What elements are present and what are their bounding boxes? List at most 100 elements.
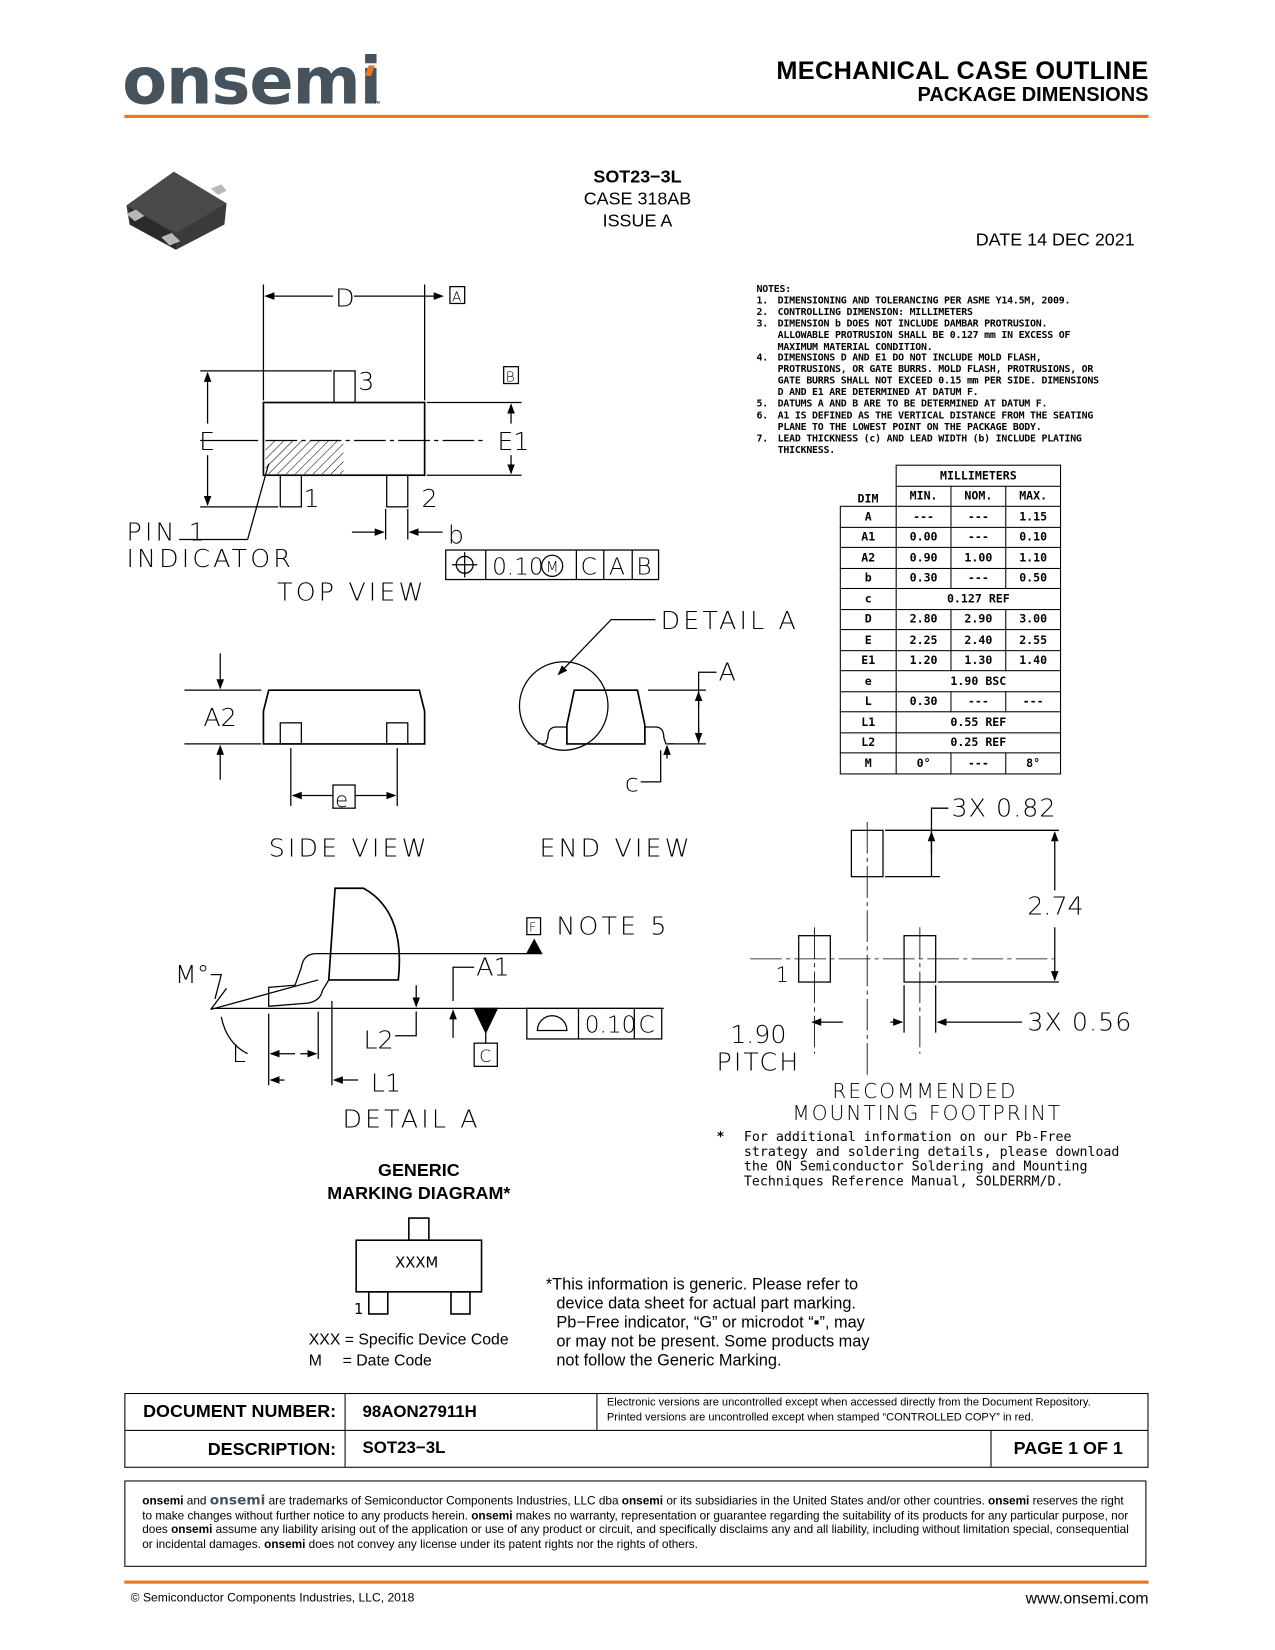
note-line: *This information is generic. Please ref…: [545, 1276, 859, 1294]
dim-value: 0.00: [895, 526, 952, 548]
dim-value: 0.50: [1005, 567, 1062, 590]
note-line: DATUMS A AND B ARE TO BE DETERMINED AT D…: [777, 398, 1048, 410]
note-line: DIMENSIONING AND TOLERANCING PER ASME Y1…: [777, 294, 1071, 307]
note-item: 1. DIMENSIONING AND TOLERANCING PER ASME …: [756, 294, 1099, 307]
legal-text: makes no warranty, representation or gua…: [142, 1509, 1129, 1537]
footprint-view: [750, 807, 1059, 1077]
trademark: ™: [374, 101, 381, 108]
onsemi-logo: onsemi: [122, 42, 382, 120]
uncontrolled-notice-1: Electronic versions are uncontrolled exc…: [606, 1396, 1091, 1409]
marking-diagram: XXXM 1: [354, 1217, 483, 1318]
note-line: GATE BURRS SHALL NOT EXCEED 0.15 mm PER …: [777, 375, 1099, 387]
dim-value: ---: [950, 526, 1007, 548]
pad-length-label: 3X 0.82: [951, 794, 1056, 823]
description-label: DESCRIPTION:: [207, 1439, 337, 1460]
legal-text: does not convey any license under its pa…: [305, 1538, 698, 1551]
legal-text: or its subsidiaries in the United States…: [663, 1495, 989, 1508]
note-line: CONTROLLING DIMENSION: MILLIMETERS: [777, 306, 973, 319]
note-line: THICKNESS.: [777, 444, 836, 456]
pin-2-label: 2: [421, 484, 437, 513]
page-subtitle: PACKAGE DIMENSIONS: [917, 84, 1149, 107]
legal-text: reserves the right to make changes witho…: [142, 1495, 1124, 1523]
note-line: PROTRUSIONS, OR GATE BURRS. MOLD FLASH, …: [777, 363, 1094, 376]
dim-L1-label: L1: [371, 1069, 401, 1098]
brand-logo: onsemi: [209, 1493, 266, 1509]
note-number: 2.: [756, 306, 769, 319]
note-number: 1.: [756, 294, 769, 307]
pad-width-label: 3X 0.56: [1027, 1008, 1132, 1037]
dim-b-label: b: [448, 521, 464, 550]
dim-value: ---: [950, 752, 1007, 774]
marking-title-1: GENERIC: [378, 1160, 460, 1181]
dim-value: ---: [895, 505, 952, 528]
note-line: DIMENSIONS D AND E1 DO NOT INCLUDE MOLD …: [777, 352, 1042, 364]
top-view: [179, 284, 660, 581]
pad-span-label: 2.74: [1027, 892, 1083, 921]
end-view-title: END VIEW: [539, 834, 692, 863]
dim-value: 2.80: [895, 608, 952, 631]
marking-code: XXXM: [395, 1255, 438, 1272]
dim-value: 0.10: [1005, 526, 1062, 548]
page-title: MECHANICAL CASE OUTLINE: [776, 56, 1149, 86]
footnote-line: the ON Semiconductor Soldering and Mount…: [743, 1158, 1088, 1174]
note-item: 2. CONTROLLING DIMENSION: MILLIMETERS: [757, 307, 1099, 318]
legend-key: XXX: [308, 1330, 341, 1349]
dim-value: ---: [950, 567, 1007, 590]
legal-text: are trademarks of Semiconductor Componen…: [265, 1495, 622, 1508]
note-line: ALLOWABLE PROTRUSION SHALL BE 0.127 mm I…: [777, 329, 1071, 342]
dimension-row: A------1.15: [839, 505, 1062, 528]
datum-A: A: [452, 289, 461, 305]
fcf-datum-a: A: [609, 553, 625, 580]
legend-key: M: [308, 1351, 322, 1370]
pitch-label: PITCH: [717, 1048, 801, 1077]
dim-value: 0.25 REF: [895, 731, 1062, 754]
pin-3-label: 3: [358, 367, 374, 396]
dim-A1-label: A1: [476, 953, 509, 982]
dim-value: 1.40: [1005, 649, 1062, 672]
doc-number-label: DOCUMENT NUMBER:: [143, 1401, 337, 1422]
dim-name: D: [839, 608, 897, 631]
dim-value: 0°: [895, 752, 952, 774]
footer-divider: [124, 1580, 1149, 1584]
note-line: or may not be present. Some products may: [556, 1332, 870, 1351]
footprint-title-2: MOUNTING FOOTPRINT: [792, 1101, 1062, 1125]
brand: onsemi: [471, 1509, 513, 1523]
case-number: CASE 318AB: [583, 188, 692, 209]
marking-title: GENERIC MARKING DIAGRAM*: [316, 1159, 521, 1205]
marking-legend-2: M = Date Code: [309, 1352, 432, 1370]
marking-legend-1: XXX = Specific Device Code: [309, 1331, 509, 1349]
brand: onsemi: [171, 1523, 213, 1537]
side-view-title: SIDE VIEW: [269, 834, 430, 863]
dim-header: DIM: [840, 465, 897, 507]
pin1-indicator-label-2: INDICATOR: [126, 544, 294, 573]
dim-c-label: c: [625, 768, 639, 797]
datum-B: B: [506, 369, 515, 385]
package-name: SOT23−3L: [593, 166, 682, 187]
dim-L-label: L: [232, 1039, 246, 1068]
flatness-datum-c: C: [639, 1012, 655, 1039]
dim-value: 1.10: [1005, 546, 1062, 569]
footnote-line: For additional information on our Pb-Fre…: [743, 1128, 1072, 1145]
datum-F: F: [529, 919, 536, 934]
copyright: © Semiconductor Components Industries, L…: [130, 1592, 415, 1605]
detail-a-view: [210, 887, 664, 1086]
note-item: 3.DIMENSION b DOES NOT INCLUDE DAMBAR PR…: [756, 317, 1099, 353]
document-date: DATE 14 DEC 2021: [975, 229, 1135, 250]
marking-title-2: MARKING DIAGRAM*: [327, 1183, 511, 1204]
dim-A-label: A: [719, 658, 736, 687]
page-number: PAGE 1 OF 1: [1013, 1438, 1123, 1459]
legend-text: Date Code: [356, 1351, 432, 1370]
dim-value: 0.90: [895, 546, 952, 569]
dim-L2-label: L2: [364, 1025, 394, 1054]
note-number: 4.: [756, 352, 769, 364]
mechanical-drawings: D A B 3 E E1 1 2 b PIN 1 INDICATOR 0.10 …: [126, 284, 1132, 1134]
note-number: 3.: [756, 317, 769, 330]
website-link[interactable]: www.onsemi.com: [1025, 1590, 1149, 1608]
flatness-tolerance: 0.10: [585, 1012, 637, 1039]
